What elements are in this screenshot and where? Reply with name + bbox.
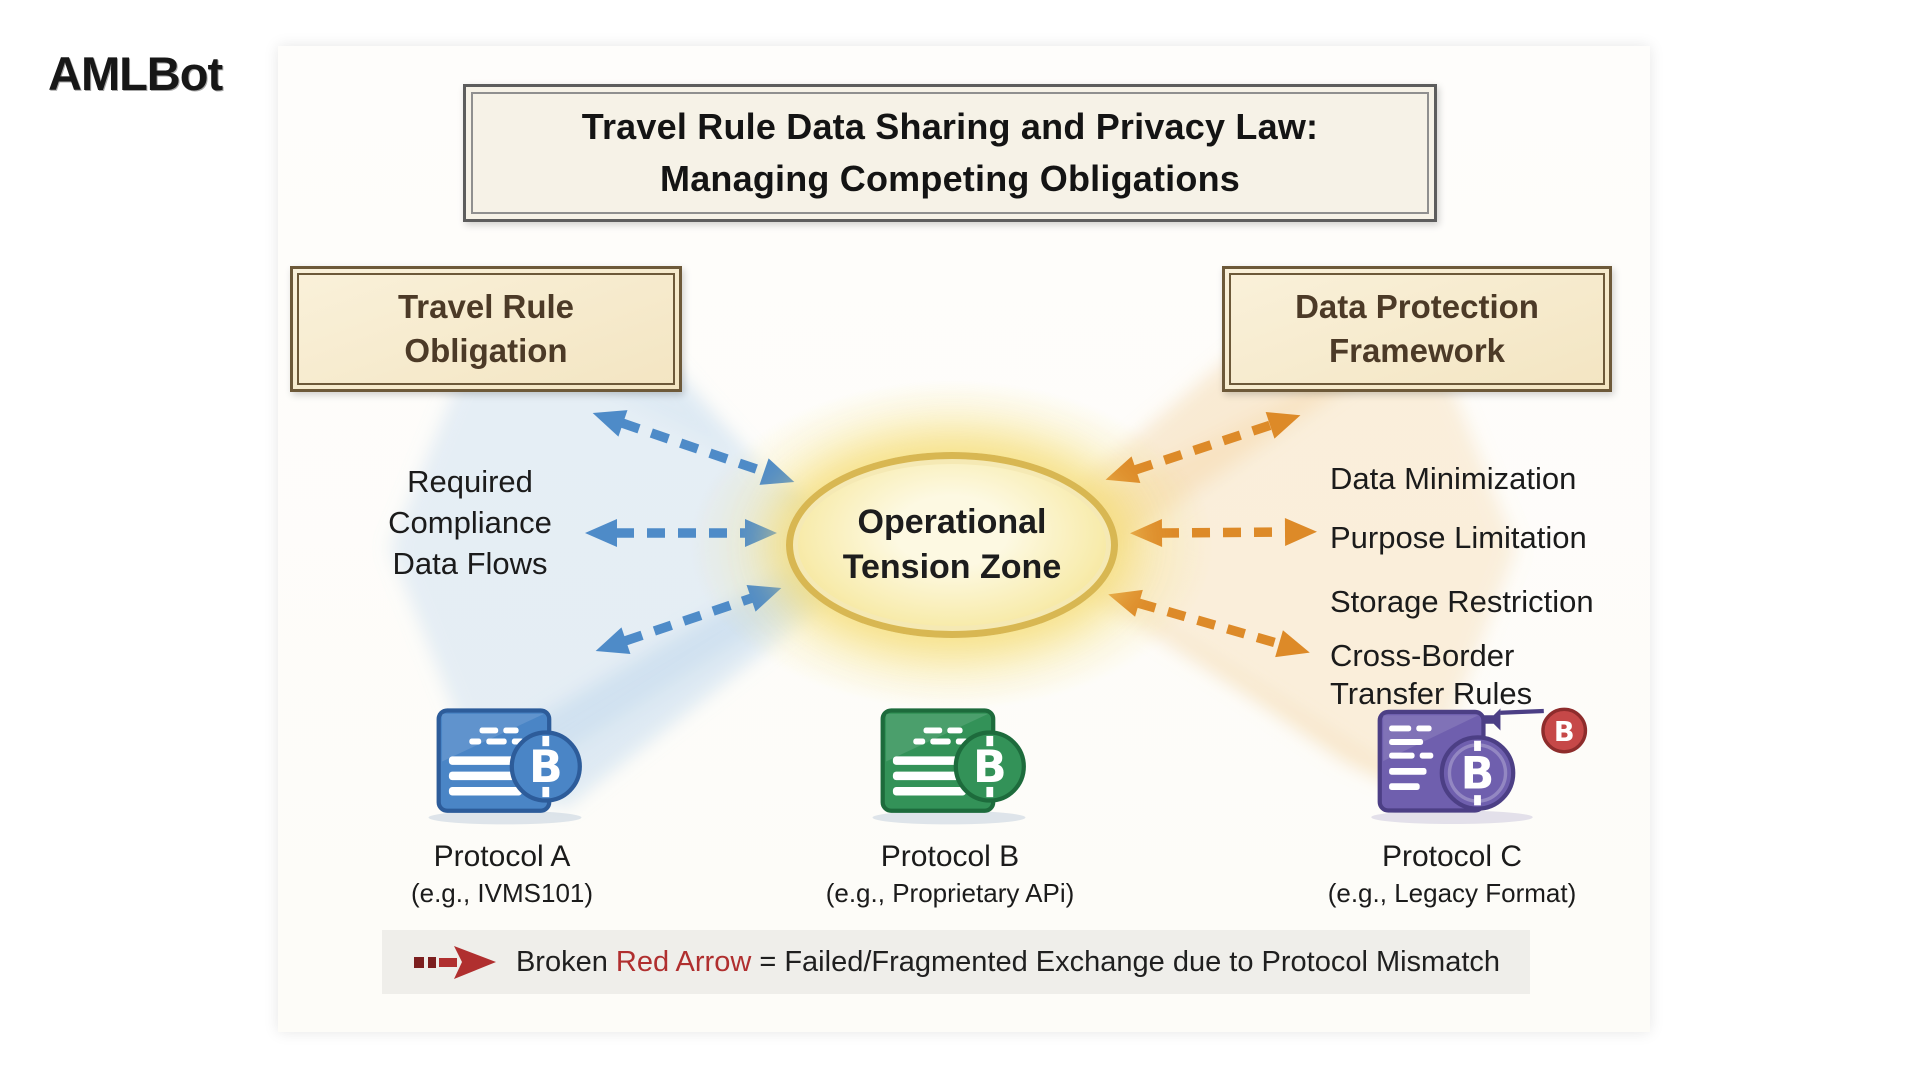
protocol-a-document-icon: B <box>428 708 582 825</box>
red-coin-b-glyph: B <box>1554 717 1575 748</box>
bitcoin-top-tick <box>542 735 550 747</box>
blue-beam-fan <box>390 328 820 800</box>
data-protection-box-line-1: Data Protection <box>1295 288 1539 325</box>
protocol-a-label: Protocol A (e.g., IVMS101) <box>382 838 622 910</box>
icon-shadow <box>872 810 1026 825</box>
icon-shadow <box>428 810 582 825</box>
orange-dashed-arrow-bottom <box>1108 589 1310 658</box>
legend-bar: Broken Red Arrow = Failed/Fragmented Exc… <box>382 930 1530 994</box>
right-item-cross-border-transfer-rules: Cross-Border Transfer Rules <box>1330 637 1532 713</box>
bitcoin-top-tick <box>986 735 994 747</box>
bitcoin-bottom-tick <box>1474 795 1481 806</box>
red-bitcoin-coin <box>1541 707 1588 754</box>
legend-text: Broken Red Arrow = Failed/Fragmented Exc… <box>516 946 1500 979</box>
required-compliance-data-flows-label: Required Compliance Data Flows <box>348 461 592 584</box>
travel-rule-box-line-2: Obligation <box>404 332 568 369</box>
broken-plug-connector <box>1483 708 1501 731</box>
tension-zone-line-2: Tension Zone <box>842 548 1062 586</box>
right-item-data-minimization: Data Minimization <box>1330 461 1577 496</box>
data-protection-framework-box: Data Protection Framework <box>1222 266 1612 392</box>
protocol-a-example: (e.g., IVMS101) <box>410 878 594 908</box>
cross-border-line-2: Transfer Rules <box>1330 676 1533 711</box>
legend-dash-2 <box>427 957 436 968</box>
broken-red-arrow-icon <box>413 946 496 979</box>
protocol-b-name: Protocol B <box>880 840 1020 873</box>
right-item-purpose-limitation: Purpose Limitation <box>1330 520 1587 555</box>
orange-dashed-arrow-top <box>1105 412 1301 483</box>
legend-dash-1 <box>413 957 424 968</box>
document-text-lines <box>1389 725 1434 791</box>
bitcoin-badge-circle <box>1439 735 1516 811</box>
bitcoin-bottom-tick <box>542 786 550 798</box>
legend-arrow-head <box>453 946 496 979</box>
broken-plug-cable <box>1500 708 1544 715</box>
title-line-2: Managing Competing Obligations <box>660 158 1240 199</box>
bitcoin-b-glyph: B <box>1461 748 1495 799</box>
title-line-1: Travel Rule Data Sharing and Privacy Law… <box>581 106 1319 147</box>
bitcoin-b-glyph: B <box>973 742 1007 793</box>
protocol-c-example: (e.g., Legacy Format) <box>1327 878 1577 908</box>
operational-tension-zone-ellipse: Operational Tension Zone <box>786 452 1118 638</box>
legend-text-prefix: Broken <box>515 945 616 978</box>
protocol-c-name: Protocol C <box>1381 840 1523 873</box>
protocol-c-document-icon: B B <box>1371 707 1588 825</box>
protocol-c-label: Protocol C (e.g., Legacy Format) <box>1302 838 1602 910</box>
bitcoin-badge-circle <box>509 730 582 803</box>
bitcoin-top-tick <box>1474 740 1481 751</box>
orange-dashed-arrow-middle <box>1130 518 1317 547</box>
bitcoin-b-glyph: B <box>529 742 563 793</box>
travel-rule-obligation-box-inner: Travel Rule Obligation <box>297 273 675 385</box>
protocol-b-document-icon: B <box>872 708 1026 825</box>
legend-text-rest: = Failed/Fragmented Exchange due to Prot… <box>759 945 1501 978</box>
left-label-line-3: Data Flows <box>392 546 548 581</box>
bitcoin-bottom-tick <box>986 786 994 798</box>
blue-dashed-arrow-bottom <box>595 585 782 654</box>
right-item-storage-restriction: Storage Restriction <box>1330 584 1594 619</box>
bitcoin-badge-circle <box>953 730 1026 803</box>
left-label-line-2: Compliance <box>388 505 552 540</box>
tension-zone-line-1: Operational <box>857 503 1047 541</box>
title-box-inner: Travel Rule Data Sharing and Privacy Law… <box>471 92 1429 214</box>
amlbot-logo: AMLBot <box>48 47 223 100</box>
blue-dashed-arrow-top <box>592 410 795 485</box>
icon-shadow <box>1371 810 1533 825</box>
protocol-b-label: Protocol B (e.g., Proprietary APi) <box>800 838 1100 910</box>
protocol-a-name: Protocol A <box>433 840 571 873</box>
orange-beam-fan <box>1078 328 1516 800</box>
data-protection-box-line-2: Framework <box>1328 332 1506 369</box>
left-label-line-1: Required <box>407 464 533 499</box>
title-box: Travel Rule Data Sharing and Privacy Law… <box>463 84 1437 222</box>
protocol-b-example: (e.g., Proprietary APi) <box>825 878 1075 908</box>
cross-border-line-1: Cross-Border <box>1330 638 1515 673</box>
travel-rule-obligation-box: Travel Rule Obligation <box>290 266 682 392</box>
legend-text-red: Red Arrow <box>615 945 752 978</box>
data-protection-framework-box-inner: Data Protection Framework <box>1229 273 1605 385</box>
travel-rule-box-line-1: Travel Rule <box>397 288 575 325</box>
legend-arrow-tail <box>438 958 457 967</box>
